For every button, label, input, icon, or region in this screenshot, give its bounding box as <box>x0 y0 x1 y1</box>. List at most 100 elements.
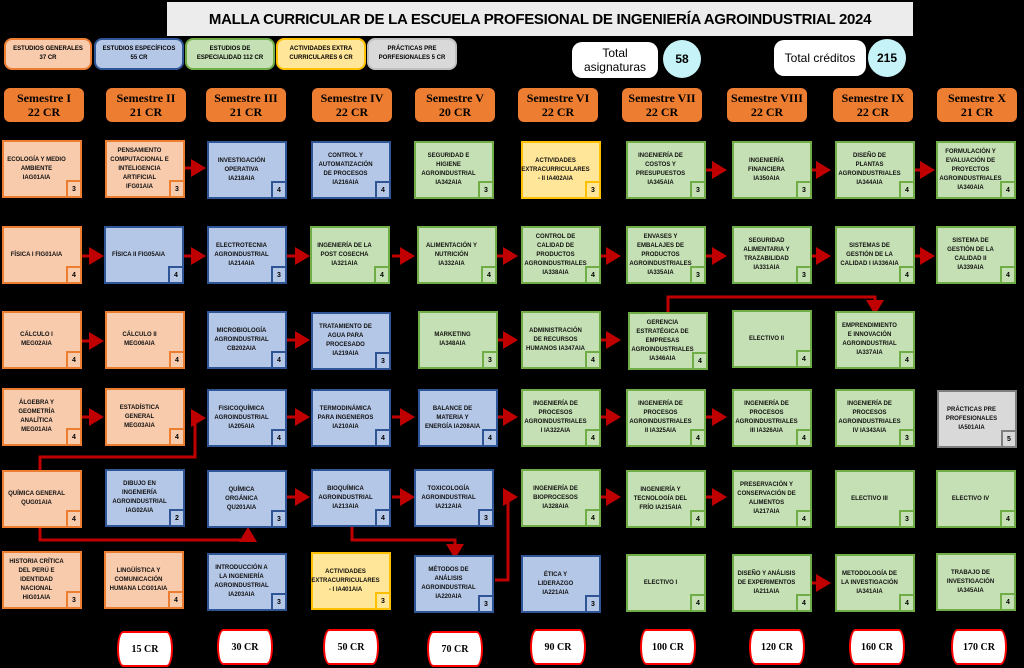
course-credits: 4 <box>1000 266 1016 284</box>
course-procesos-agroindustriales-4[interactable]: Ingeniería de Procesos Agroindustriales … <box>835 389 915 447</box>
course-credits: 4 <box>271 181 287 199</box>
course-name: Electivo I <box>643 579 678 586</box>
course-historia-critica[interactable]: Historia Crítica del Perú e Identidad Na… <box>2 551 82 609</box>
total-subjects-label: Total asignaturas <box>572 42 658 78</box>
course-procesos-agroindustriales-2[interactable]: Ingeniería de Procesos Agroindustriales … <box>626 389 706 447</box>
course-electivo-1[interactable]: Electivo I 4 <box>626 554 706 612</box>
course-gestion-calidad-2[interactable]: Sistema de Gestión de la Calidad II IA33… <box>936 226 1016 284</box>
course-tecnologia-frio[interactable]: Ingeniería y Tecnología del Frío IA215AI… <box>626 470 706 528</box>
course-credits: 3 <box>585 181 601 199</box>
course-introduccion-ingenieria[interactable]: Introducción a la Ingeniería Agroindustr… <box>207 553 287 611</box>
course-credits: 4 <box>690 594 706 612</box>
semester-credits: 20 CR <box>438 105 472 119</box>
course-formulacion-proyectos[interactable]: Formulación y Evaluación de Proyectos Ag… <box>936 141 1016 199</box>
course-diseno-plantas[interactable]: Diseño de Plantas Agroindustriales IA344… <box>835 141 915 199</box>
course-credits: 3 <box>271 266 287 284</box>
course-administracion-rrhh[interactable]: Administración de Recursos Humanos IA347… <box>521 311 601 369</box>
cumulative-credits-3: 50 CR <box>323 629 379 665</box>
semester-credits: 22 CR <box>645 105 679 119</box>
course-credits: 3 <box>375 592 391 610</box>
course-seguridad-alimentaria[interactable]: Seguridad Alimentaria y Trazabilidad IA3… <box>732 226 812 284</box>
course-marketing[interactable]: Marketing IA348AIA 3 <box>418 311 498 369</box>
course-seguridad-higiene[interactable]: Seguridad e Higiene Agroindustrial IA342… <box>414 141 494 199</box>
course-name: Estadística General MEG03AIA <box>119 404 160 429</box>
course-name: Actividades Extracurriculares - II IA402… <box>521 157 590 182</box>
course-electivo-4[interactable]: Electivo IV4 <box>936 470 1016 528</box>
course-control-calidad[interactable]: Control de Calidad de Productos Agroindu… <box>521 226 601 284</box>
course-name: Seguridad Alimentaria y Trazabilidad IA3… <box>743 238 790 271</box>
course-envases-embalajes[interactable]: Envases y Embalajes de Productos Agroind… <box>626 226 706 284</box>
course-metodos-analisis[interactable]: Métodos de Análisis Agroindustrial IA220… <box>414 555 494 613</box>
course-actividades-extracurriculares-2[interactable]: Actividades Extracurriculares - II IA402… <box>521 141 601 199</box>
course-name: Alimentación y Nutrición IA332AIA <box>425 242 478 267</box>
course-name: Balance de Materia y Energía IA208AIA <box>424 405 481 430</box>
course-tratamiento-agua[interactable]: Tratamiento de Agua para Procesado IA219… <box>311 312 391 370</box>
course-credits: 4 <box>66 351 82 369</box>
course-credits: 4 <box>899 351 915 369</box>
course-name: Marketing IA348AIA <box>434 332 471 347</box>
course-electivo-2[interactable]: Electivo II4 <box>732 310 812 368</box>
course-procesos-agroindustriales-3[interactable]: Ingeniería de Procesos Agroindustriales … <box>732 389 812 447</box>
course-name: Química General QUG01AIA <box>8 491 65 506</box>
course-dibujo-ingenieria[interactable]: Dibujo en Ingeniería Agroindustrial IAG0… <box>105 469 185 527</box>
course-preservacion-alimentos[interactable]: Preservación y Conservación de Alimentos… <box>732 470 812 528</box>
course-gestion-calidad-1[interactable]: Sistemas de Gestión de la Calidad I IA33… <box>835 226 915 284</box>
semester-name: Semestre V <box>426 91 484 105</box>
legend-estudios-generales: ESTUDIOS GENERALES 37 CR <box>4 38 92 70</box>
course-credits: 3 <box>478 509 494 527</box>
course-credits: 4 <box>66 428 82 446</box>
course-name: Prácticas Pre Profesionales IA501AIA <box>945 406 998 431</box>
course-metodologia-investigacion[interactable]: Metodología de la Investigación IA341AIA… <box>835 554 915 612</box>
cumulative-credits-5: 90 CR <box>530 629 586 665</box>
course-linguistica-comunicacion[interactable]: Lingüística y Comunicación Humana LCG01A… <box>104 551 184 609</box>
course-emprendimiento-innovacion[interactable]: Emprendimiento e Innovación Agroindustri… <box>835 311 915 369</box>
cumulative-credits-4: 70 CR <box>427 631 483 667</box>
course-credits: 3 <box>482 351 498 369</box>
course-name: Preservación y Conservación de Alimentos… <box>737 482 796 515</box>
course-actividades-extracurriculares-1[interactable]: Actividades Extracurriculares - I IA401A… <box>311 552 391 610</box>
course-control-automatizacion[interactable]: Control y Automatización de Procesos IA2… <box>311 141 391 199</box>
semester-name: Semestre X <box>947 91 1007 105</box>
legend-estudios-especialidad: ESTUDIOS DE ESPECIALIDAD 112 CR <box>185 38 275 70</box>
course-credits: 4 <box>481 266 497 284</box>
course-name: Metodología de la Investigación IA341AIA <box>841 570 898 595</box>
course-gerencia-estrategica[interactable]: Gerencia Estratégica de Empresas Agroind… <box>628 312 708 370</box>
course-credits: 4 <box>482 429 498 447</box>
course-pensamiento-computacional[interactable]: Pensamiento Computacional e Inteligencia… <box>105 140 185 198</box>
course-name: Ingeniería de Costos y Presupuestos IA34… <box>635 153 686 186</box>
course-procesos-agroindustriales-1[interactable]: Ingeniería de Procesos Agroindustriales … <box>521 389 601 447</box>
course-costos-presupuestos[interactable]: Ingeniería de Costos y Presupuestos IA34… <box>626 141 706 199</box>
course-diseno-experimentos[interactable]: Diseño y Análisis de Experimentos IA211A… <box>732 554 812 612</box>
semester-credits: 22 CR <box>750 105 784 119</box>
total-credits-value: 215 <box>868 39 906 77</box>
course-credits: 3 <box>796 266 812 284</box>
